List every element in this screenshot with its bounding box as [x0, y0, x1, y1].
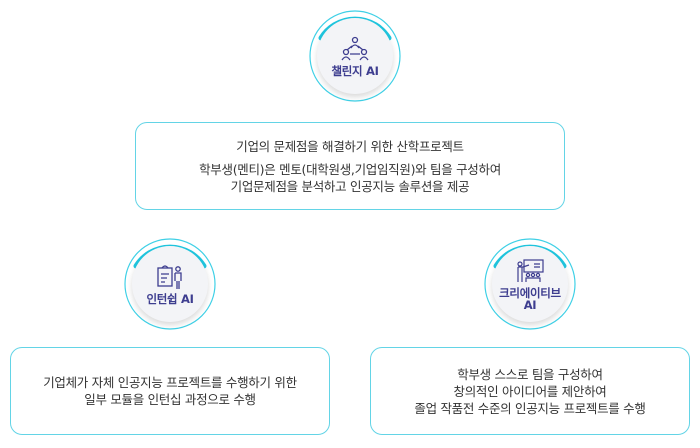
- intern-desc-line: 기업체가 자체 인공지능 프로젝트를 수행하기 위한: [43, 375, 297, 390]
- challenge-desc-line: 학부생(멘티)은 멘토(대학원생,기업임직원)와 팀을 구성하여: [199, 161, 501, 177]
- challenge-desc-line: 기업문제점을 분석하고 인공지능 솔루션을 제공: [230, 178, 470, 194]
- challenge-desc-line: 기업의 문제점을 해결하기 위한 산학프로젝트: [236, 138, 464, 154]
- challenge-description: 기업의 문제점을 해결하기 위한 산학프로젝트 학부생(멘티)은 멘토(대학원생…: [135, 122, 565, 210]
- challenge-title: 챌린지 AI: [331, 63, 379, 78]
- creative-title-line: AI: [523, 297, 537, 312]
- creative-title: 크리에이티브 AI: [499, 287, 561, 311]
- challenge-ai-badge: 챌린지 AI: [307, 8, 403, 104]
- presentation-icon: [517, 258, 544, 282]
- intern-desc-line: 일부 모듈을 인턴십 과정으로 수행: [84, 392, 256, 407]
- creative-ai-badge: 크리에이티브 AI: [482, 236, 578, 332]
- creative-description: 학부생 스스로 팀을 구성하여 창의적인 아이디어를 제안하여 졸업 작품전 수…: [370, 347, 690, 435]
- creative-desc-line: 학부생 스스로 팀을 구성하여: [457, 366, 603, 382]
- intern-title: 인턴쉽 AI: [146, 291, 194, 306]
- creative-title-line: 크리에이티브: [499, 285, 561, 300]
- intern-description: 기업체가 자체 인공지능 프로젝트를 수행하기 위한 일부 모듈을 인턴십 과정…: [10, 347, 330, 435]
- team-network-icon: [341, 36, 369, 60]
- creative-desc-line: 창의적인 아이디어를 제안하여: [453, 383, 607, 399]
- intern-ai-badge: 인턴쉽 AI: [122, 236, 218, 332]
- clipboard-person-icon: [157, 264, 182, 289]
- creative-desc-line: 졸업 작품전 수준의 인공지능 프로젝트를 수행: [414, 400, 646, 416]
